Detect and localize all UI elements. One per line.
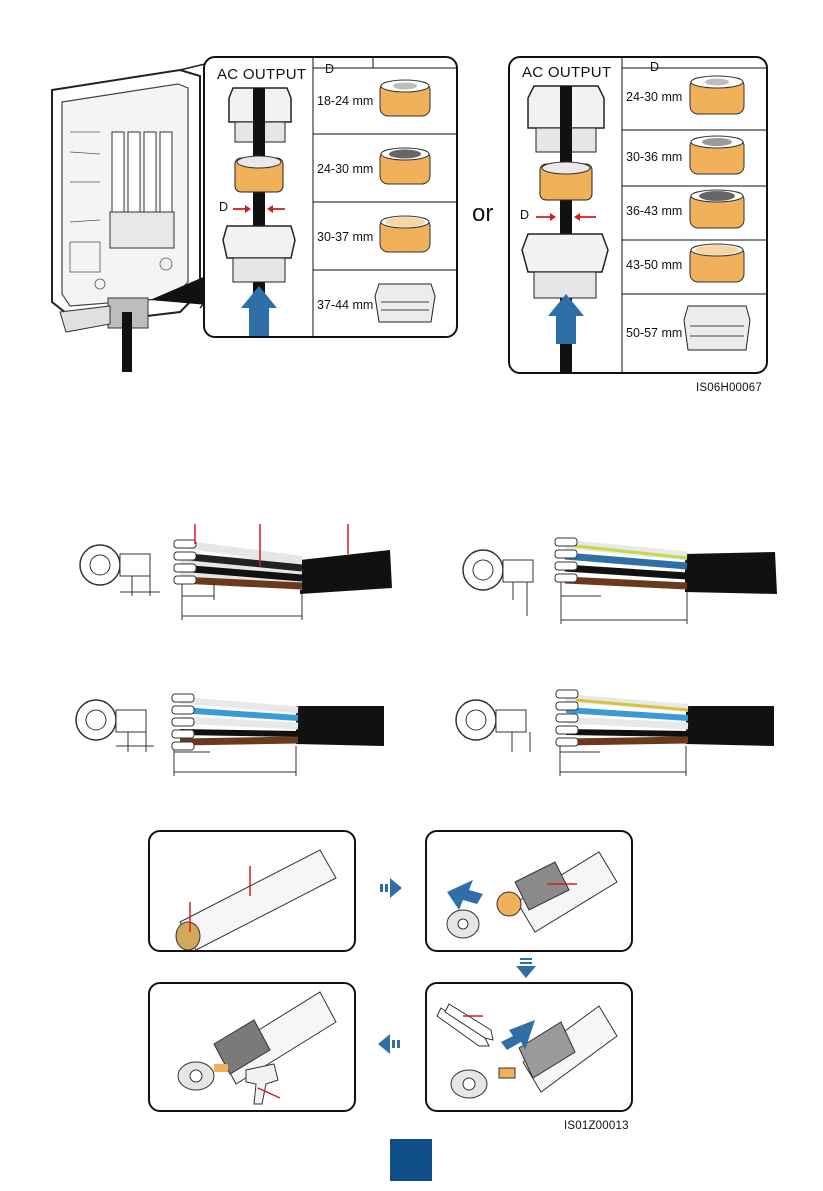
cable-strip-diagram-2 bbox=[455, 520, 795, 630]
crimp-step-2 bbox=[425, 830, 633, 952]
size-range-4: 37-44 mm bbox=[317, 298, 373, 312]
page-number-badge bbox=[390, 1139, 432, 1181]
or-label: or bbox=[472, 200, 493, 228]
size-range-3: 30-37 mm bbox=[317, 230, 373, 244]
figure-code: IS01Z00013 bbox=[564, 1120, 629, 1132]
d-marker: D bbox=[520, 208, 529, 222]
cable-strip-diagram-4 bbox=[450, 680, 790, 780]
size-range-1: 18-24 mm bbox=[317, 94, 373, 108]
next-arrow-icon bbox=[380, 878, 402, 898]
crimp-step-4 bbox=[148, 982, 356, 1112]
zoom-wedge bbox=[150, 270, 210, 310]
cable-strip-diagram-1 bbox=[70, 520, 410, 630]
gland-panel-right: AC OUTPUT D bbox=[508, 56, 768, 374]
size-range-1: 24-30 mm bbox=[626, 90, 682, 104]
size-range-4: 43-50 mm bbox=[626, 258, 682, 272]
prev-arrow-icon bbox=[378, 1034, 400, 1054]
cable-strip-diagram-3 bbox=[70, 680, 410, 780]
figure-code: IS06H00067 bbox=[696, 382, 762, 394]
size-range-3: 36-43 mm bbox=[626, 204, 682, 218]
size-range-2: 24-30 mm bbox=[317, 162, 373, 176]
size-range-5: 50-57 mm bbox=[626, 326, 682, 340]
gland-panel-left: AC OUTPUT D bbox=[203, 56, 458, 338]
down-arrow-icon bbox=[516, 958, 536, 978]
d-marker: D bbox=[219, 200, 228, 214]
size-range-2: 30-36 mm bbox=[626, 150, 682, 164]
crimp-step-3 bbox=[425, 982, 633, 1112]
inverter-illustration bbox=[40, 62, 210, 372]
crimp-step-1 bbox=[148, 830, 356, 952]
